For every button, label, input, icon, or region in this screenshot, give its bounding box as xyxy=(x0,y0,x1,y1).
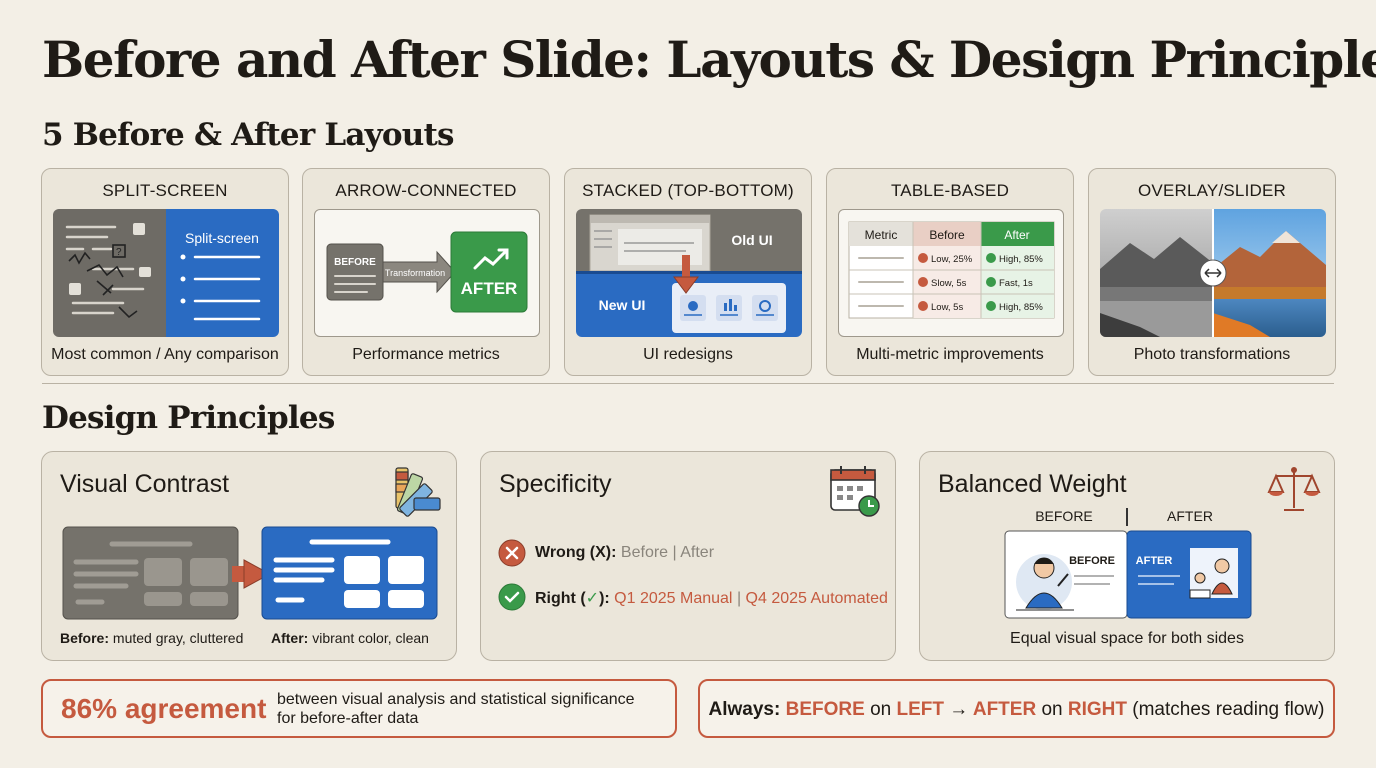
layout-caption: UI redesigns xyxy=(643,346,733,363)
layout-card-arrow-connected: ARROW-CONNECTED BEFORE Transformation AF… xyxy=(302,168,550,376)
balanced-caption: Equal visual space for both sides xyxy=(1010,630,1244,647)
split-screen-illustration: ? Split-screen xyxy=(53,209,279,337)
layout-card-table-based: TABLE-BASED Metric Before After Low, 25%… xyxy=(826,168,1074,376)
layout-card-overlay-slider: OVERLAY/SLIDER Photo transformations xyxy=(1088,168,1336,376)
specificity-right-line: Right (✓): Q1 2025 Manual | Q4 2025 Auto… xyxy=(535,590,888,607)
section-divider xyxy=(42,383,1334,384)
wrong-x-icon xyxy=(498,539,526,567)
layout-heading: ARROW-CONNECTED xyxy=(335,181,517,200)
reading-flow-text: Always: BEFORE on LEFT → AFTER on RIGHT … xyxy=(708,699,1325,720)
overlay-slider-illustration xyxy=(1100,209,1326,337)
principle-title: Visual Contrast xyxy=(60,470,230,498)
table-cell-before: Low, 25% xyxy=(931,254,973,265)
header-divider xyxy=(1126,508,1128,526)
svg-text:?: ? xyxy=(116,247,122,258)
stacked-illustration: Old UI New UI xyxy=(576,209,802,337)
table-cell-after: High, 85% xyxy=(999,302,1043,313)
scale-icon xyxy=(1266,462,1322,518)
balanced-after-header: AFTER xyxy=(1167,508,1213,524)
table-header-metric: Metric xyxy=(865,228,898,242)
calendar-clock-icon xyxy=(827,462,883,518)
arrow-after-label: AFTER xyxy=(461,279,518,298)
contrast-after-caption: After: vibrant color, clean xyxy=(271,630,429,646)
split-screen-label: Split-screen xyxy=(185,230,259,246)
layout-caption: Multi-metric improvements xyxy=(856,346,1044,363)
layout-heading: SPLIT-SCREEN xyxy=(102,181,228,200)
table-based-illustration: Metric Before After Low, 25% Slow, 5s Lo… xyxy=(838,209,1064,337)
inner-before-label: BEFORE xyxy=(1069,555,1115,567)
layout-heading: OVERLAY/SLIDER xyxy=(1138,181,1286,200)
principles-section-title: Design Principles xyxy=(42,400,335,436)
color-palette-icon xyxy=(388,462,444,518)
principle-card-specificity: Specificity Wrong (X): Before | After Ri… xyxy=(480,451,896,661)
layout-heading: TABLE-BASED xyxy=(890,181,1010,200)
balanced-illustration: BEFORE AFTER xyxy=(1004,530,1252,619)
layout-caption: Performance metrics xyxy=(352,346,500,363)
layouts-section-title: 5 Before & After Layouts xyxy=(42,117,454,153)
arrow-transformation-label: Transformation xyxy=(385,268,445,278)
layout-card-split-screen: SPLIT-SCREEN ? xyxy=(41,168,289,376)
page-title: Before and After Slide: Layouts & Design… xyxy=(42,30,1376,89)
table-cell-after: High, 85% xyxy=(999,254,1043,265)
agreement-stat: 86% agreement xyxy=(61,693,267,724)
contrast-before-caption: Before: muted gray, cluttered xyxy=(60,630,244,646)
principle-card-balanced-weight: Balanced Weight BEFORE AFTER BEFORE AFTE… xyxy=(919,451,1335,661)
agreement-text: between visual analysis and statistical … xyxy=(277,691,635,727)
reading-flow-banner: Always: BEFORE on LEFT → AFTER on RIGHT … xyxy=(698,679,1335,738)
table-cell-before: Slow, 5s xyxy=(931,278,967,289)
principle-title: Specificity xyxy=(499,470,612,498)
principle-title: Balanced Weight xyxy=(938,470,1127,498)
table-cell-after: Fast, 1s xyxy=(999,278,1033,289)
table-header-before: Before xyxy=(929,228,965,242)
agreement-banner: 86% agreement between visual analysis an… xyxy=(41,679,677,738)
table-cell-before: Low, 5s xyxy=(931,302,963,313)
principle-card-visual-contrast: Visual Contrast Before: muted gray, clut… xyxy=(41,451,457,661)
arrow-before-label: BEFORE xyxy=(334,257,376,268)
contrast-illustration xyxy=(62,526,438,620)
arrow-connected-illustration: BEFORE Transformation AFTER xyxy=(314,209,540,337)
layout-card-stacked: STACKED (TOP-BOTTOM) Old UI New UI UI re… xyxy=(564,168,812,376)
stacked-new-label: New UI xyxy=(599,297,646,313)
layout-caption: Photo transformations xyxy=(1133,346,1291,363)
table-header-after: After xyxy=(1004,228,1029,242)
stacked-old-label: Old UI xyxy=(731,232,772,248)
layout-heading: STACKED (TOP-BOTTOM) xyxy=(582,181,794,200)
right-check-icon xyxy=(498,583,526,611)
balanced-before-header: BEFORE xyxy=(1035,508,1093,524)
specificity-wrong-line: Wrong (X): Before | After xyxy=(535,544,715,561)
inner-after-label: AFTER xyxy=(1136,555,1173,567)
layout-caption: Most common / Any comparison xyxy=(51,346,279,363)
